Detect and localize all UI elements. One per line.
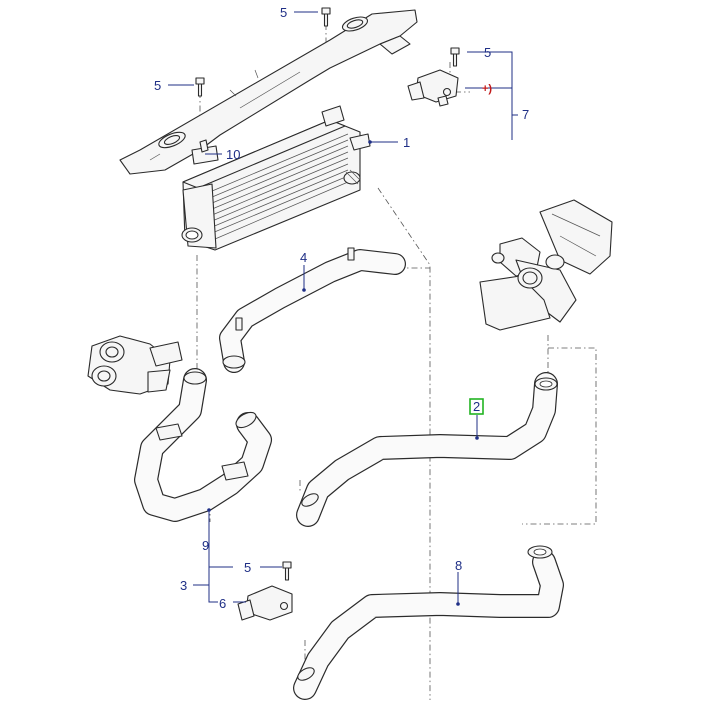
callout-clip: 10: [226, 147, 240, 162]
callout-hose-lower: 8: [455, 558, 462, 573]
callout-bolt-lower: 5: [244, 560, 251, 575]
bolt-lower-icon: [282, 561, 292, 581]
hose-4-upper: [219, 247, 406, 373]
callout-sensor-lower: 6: [219, 596, 226, 611]
sensor-sign-marker: +): [482, 83, 492, 95]
intercooler-icon: [181, 105, 371, 251]
callout-bolt-left: 5: [154, 78, 161, 93]
bolt-left-icon: [195, 77, 205, 97]
mounting-bracket: [119, 9, 418, 175]
callout-bracket-group: 7: [522, 107, 529, 122]
callout-hose-left: 9: [202, 538, 209, 553]
callout-leaders: [168, 11, 518, 606]
hose-9-left: [134, 368, 272, 522]
bolt-sensor-icon: [450, 47, 460, 67]
vacuum-valve-icon: [87, 335, 183, 395]
clip-icon: [191, 139, 219, 165]
callout-hose-upper: 4: [300, 250, 307, 265]
hose-8-lower: [293, 545, 564, 700]
hose-2-highlighted: [296, 372, 558, 527]
callout-hose-highlighted: 2: [473, 399, 480, 414]
pressure-sensor-icon: [407, 69, 459, 107]
callout-intercooler: 1: [403, 135, 410, 150]
throttle-body-icon: [479, 199, 613, 331]
highlight-box: [469, 398, 484, 415]
callout-assembly-group: 3: [180, 578, 187, 593]
lower-sensor-icon: [237, 585, 293, 621]
assembly-guide-lines: [196, 24, 597, 700]
callout-bolt-sensor: 5: [484, 45, 491, 60]
callout-bolt-top: 5: [280, 5, 287, 20]
bolt-top-icon: [321, 7, 331, 27]
